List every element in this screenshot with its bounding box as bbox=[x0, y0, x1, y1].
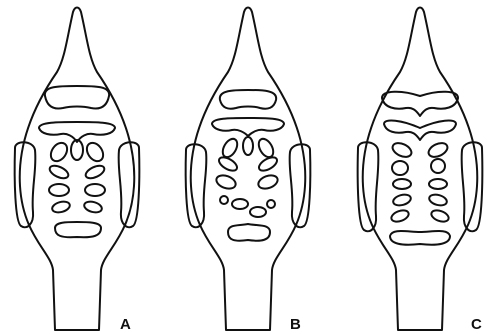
panel-b-top-bar bbox=[220, 90, 276, 109]
panel-a-drawing bbox=[15, 8, 140, 331]
panel-c-left-lobe bbox=[358, 142, 379, 231]
panel-b-oval bbox=[215, 173, 238, 191]
panel-c-oval bbox=[392, 161, 408, 175]
panel-label-c: C bbox=[471, 317, 482, 332]
panel-b-dot bbox=[267, 200, 275, 208]
panel-c-bottom-bar bbox=[390, 231, 450, 245]
panel-a-oval bbox=[85, 184, 105, 196]
panel-c-oval bbox=[431, 159, 445, 173]
panel-b-dot bbox=[220, 196, 228, 204]
panel-b-drawing bbox=[186, 8, 311, 331]
panel-a-oval bbox=[83, 200, 103, 214]
panel-label-b: B bbox=[290, 317, 301, 332]
panel-c-oval bbox=[430, 208, 450, 224]
panel-b-oval bbox=[232, 199, 248, 209]
panel-b-v-bar bbox=[212, 118, 284, 136]
panel-b-oval bbox=[250, 207, 266, 217]
panel-a-outline bbox=[20, 8, 135, 331]
panel-b-oval bbox=[257, 155, 279, 174]
panel-c-right-lobe bbox=[462, 142, 483, 231]
panel-a-oval bbox=[84, 140, 107, 164]
panel-c-chevron-mid bbox=[384, 121, 456, 140]
panel-a-oval bbox=[48, 163, 70, 181]
panel-a-oval bbox=[51, 200, 71, 214]
panel-c-oval bbox=[392, 193, 412, 207]
panel-b-oval bbox=[217, 155, 239, 174]
panel-b-bottom-bar bbox=[228, 224, 270, 241]
panel-c-oval bbox=[429, 179, 447, 189]
panel-c-drawing bbox=[358, 8, 483, 331]
panel-c-oval bbox=[393, 179, 411, 189]
panel-b-oval bbox=[256, 136, 276, 159]
panel-b-oval bbox=[220, 136, 240, 159]
panel-b-outline bbox=[191, 8, 306, 331]
panel-c-oval bbox=[428, 193, 448, 207]
panel-a-oval bbox=[84, 163, 106, 181]
panel-c-outline bbox=[363, 8, 478, 331]
panel-c-oval bbox=[390, 140, 413, 159]
panel-c-oval bbox=[426, 140, 449, 159]
panel-label-a: A bbox=[120, 317, 131, 332]
panel-a-oval bbox=[49, 184, 69, 196]
panel-a-top-bar bbox=[45, 86, 109, 109]
panel-b-oval bbox=[243, 137, 253, 155]
panel-b-oval bbox=[257, 173, 280, 191]
panel-a-bottom-bar bbox=[55, 222, 101, 237]
panel-c-oval bbox=[390, 208, 410, 224]
panel-a-oval bbox=[48, 140, 71, 164]
panel-c-chevron-top bbox=[382, 92, 458, 116]
